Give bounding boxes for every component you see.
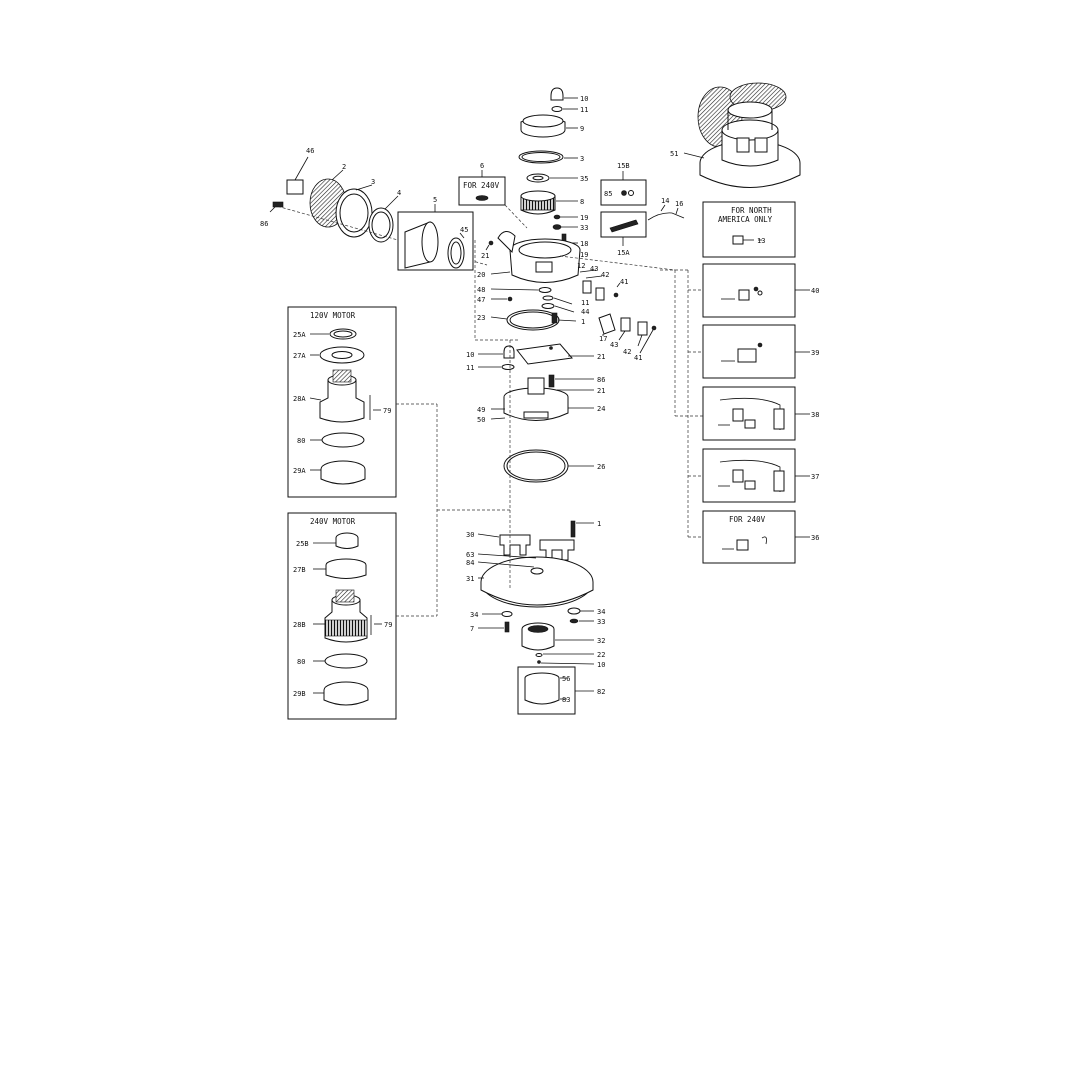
part-label: 3 <box>371 178 375 186</box>
part-label: 7 <box>470 625 474 633</box>
part-label: 44 <box>581 308 589 316</box>
part-label: 14 <box>661 197 669 205</box>
part-label: 10 <box>580 95 588 103</box>
part-label: 12 <box>577 262 585 270</box>
part-label: 34 <box>597 608 605 616</box>
part-label: 38 <box>811 411 819 419</box>
part-label: 2 <box>342 163 346 171</box>
right-option-boxes <box>660 201 810 564</box>
part-label: 86 <box>597 376 605 384</box>
part-label: 39 <box>811 349 819 357</box>
part-label: 10 <box>466 351 474 359</box>
box-title-120v-motor: 120V MOTOR <box>310 311 356 320</box>
part-label: 36 <box>811 534 819 542</box>
part-label: 48 <box>477 286 485 294</box>
part-label: 1 <box>581 318 585 326</box>
part-label: 28B <box>293 621 306 629</box>
part-label: 17 <box>599 335 607 343</box>
part-label: 33 <box>580 224 588 232</box>
switch-parts <box>579 269 657 354</box>
central-stack <box>474 87 703 715</box>
part-label: 29A <box>293 467 306 475</box>
part-label: 80 <box>297 658 305 666</box>
part-label: 18 <box>580 240 588 248</box>
part-label: 85 <box>604 190 612 198</box>
part-label: 79 <box>383 407 391 415</box>
part-label: 34 <box>470 611 478 619</box>
part-label: 45 <box>460 226 468 234</box>
part-label: 80 <box>297 437 305 445</box>
part-label: 28A <box>293 395 306 403</box>
part-label: 42 <box>601 271 609 279</box>
part-label: 8 <box>580 198 584 206</box>
part-label: 63 <box>466 551 474 559</box>
part-label: 11 <box>466 364 474 372</box>
part-label: 35 <box>580 175 588 183</box>
part-label: 21 <box>597 353 605 361</box>
part-label: 47 <box>477 296 485 304</box>
part-label: 1 <box>597 520 601 528</box>
part-label: 41 <box>620 278 628 286</box>
part-label: 31 <box>466 575 474 583</box>
part-label: 32 <box>597 637 605 645</box>
part-label: 51 <box>670 150 678 158</box>
part-label: 25A <box>293 331 306 339</box>
part-label: 15A <box>617 249 630 257</box>
part-label: 19 <box>580 214 588 222</box>
part-label: 23 <box>477 314 485 322</box>
part-label: 13 <box>757 237 765 245</box>
part-label: 24 <box>597 405 605 413</box>
part-label: 10 <box>597 661 605 669</box>
part-label: 25B <box>296 540 309 548</box>
filter-group <box>269 156 528 271</box>
box-title-for-240v-side: FOR 240V <box>729 515 766 524</box>
part-label: 79 <box>384 621 392 629</box>
part-label: 37 <box>811 473 819 481</box>
part-label: 83 <box>562 696 570 704</box>
part-label: 43 <box>590 265 598 273</box>
motor-120v-box <box>287 306 397 498</box>
part-label: 22 <box>597 651 605 659</box>
part-label: 27B <box>293 566 306 574</box>
part-label: 9 <box>580 125 584 133</box>
motor-240v-box <box>287 512 397 720</box>
part-label: 42 <box>623 348 631 356</box>
box-title-240v-motor: 240V MOTOR <box>310 517 356 526</box>
part-label: 43 <box>610 341 618 349</box>
part-label: 16 <box>675 200 683 208</box>
cord-parts <box>600 171 685 246</box>
box-titles: 120V MOTOR 240V MOTOR FOR 240V FOR 240V … <box>310 181 773 526</box>
part-label: 50 <box>477 416 485 424</box>
part-label: 4 <box>397 189 401 197</box>
part-label: 21 <box>481 252 489 260</box>
part-label: 30 <box>466 531 474 539</box>
part-label: 15B <box>617 162 630 170</box>
box-title-for-240v-top: FOR 240V <box>463 181 500 190</box>
part-labels: 10 11 9 3 35 8 19 33 18 19 12 43 42 41 1… <box>260 95 819 704</box>
part-label: 26 <box>597 463 605 471</box>
part-label: 11 <box>580 106 588 114</box>
part-label: 6 <box>480 162 484 170</box>
part-label: 11 <box>581 299 589 307</box>
part-label: 33 <box>597 618 605 626</box>
part-label: 40 <box>811 287 819 295</box>
part-label: 5 <box>433 196 437 204</box>
part-label: 21 <box>597 387 605 395</box>
part-label: 86 <box>260 220 268 228</box>
part-label: 19 <box>580 251 588 259</box>
assembled-unit <box>683 82 801 188</box>
part-label: 46 <box>306 147 314 155</box>
part-label: 27A <box>293 352 306 360</box>
part-label: 29B <box>293 690 306 698</box>
part-label: 3 <box>580 155 584 163</box>
part-label: 82 <box>597 688 605 696</box>
part-label: 56 <box>562 675 570 683</box>
box-title-north-america-2: AMERICA ONLY <box>718 215 773 224</box>
part-label: 84 <box>466 559 474 567</box>
part-label: 20 <box>477 271 485 279</box>
part-label: 41 <box>634 354 642 362</box>
part-label: 49 <box>477 406 485 414</box>
box-title-north-america-1: FOR NORTH <box>731 206 772 215</box>
